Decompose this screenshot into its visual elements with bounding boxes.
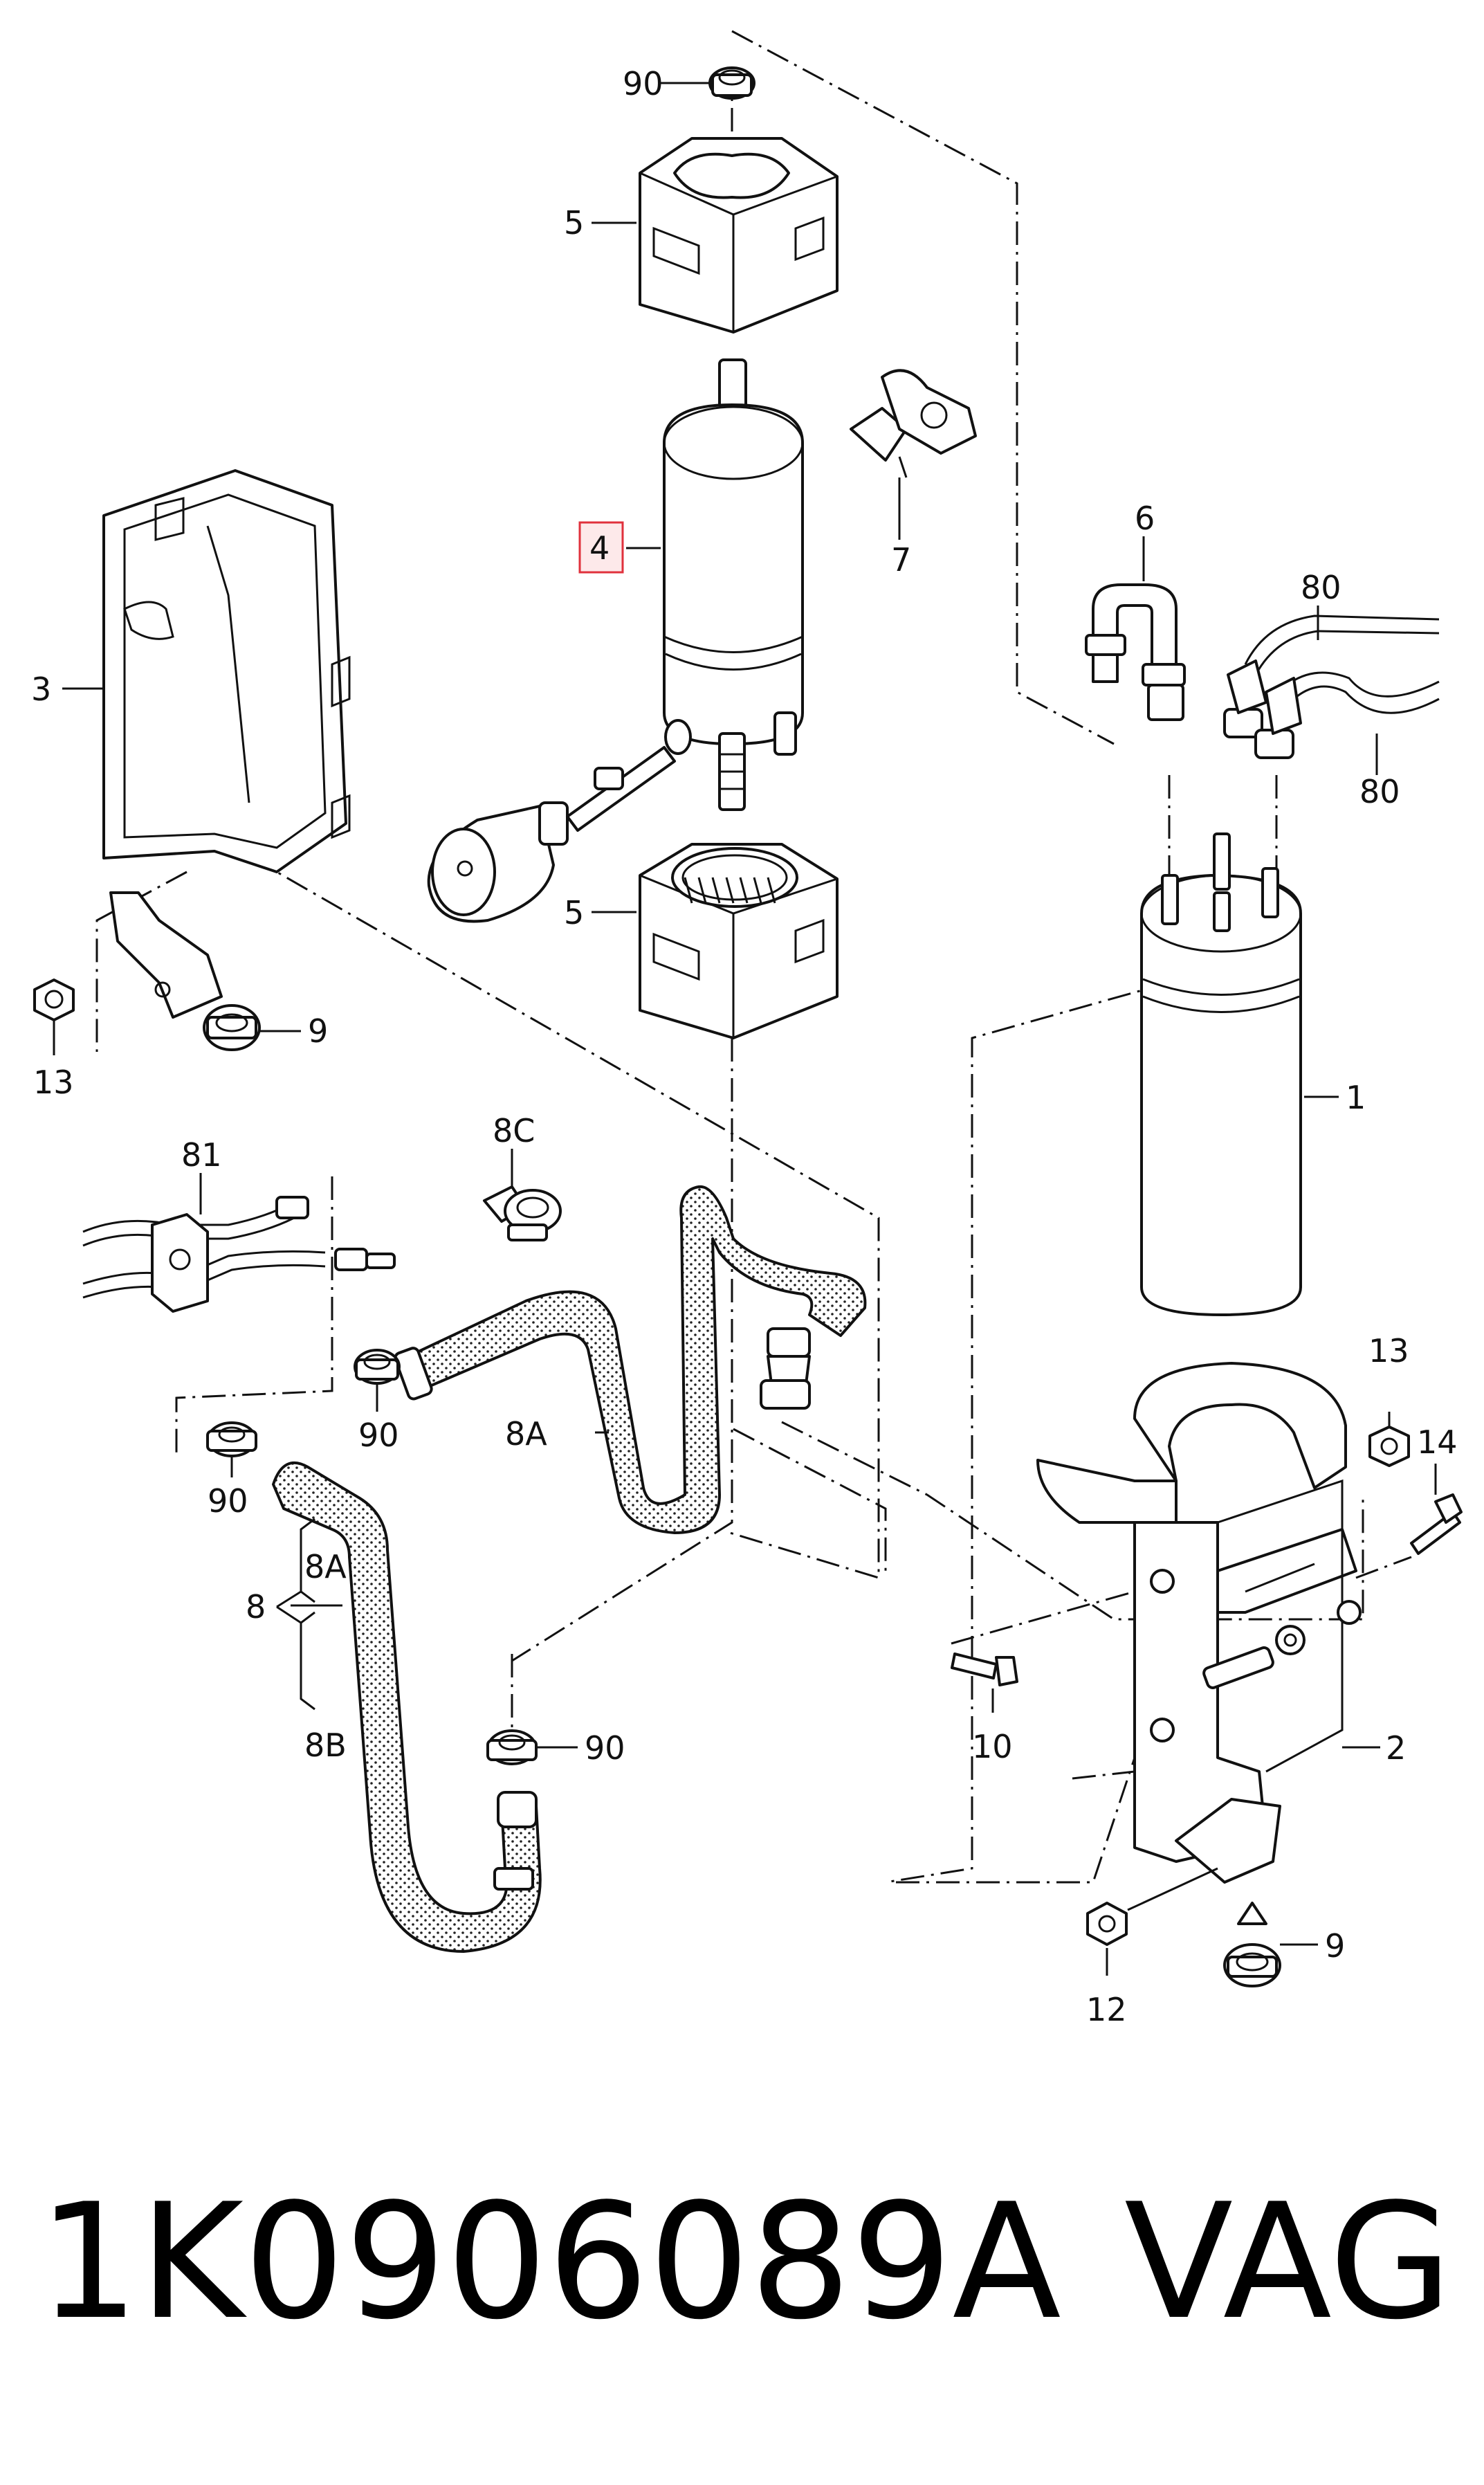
pump-connector-icon — [427, 719, 692, 923]
callout-1: 1 — [1346, 1079, 1366, 1116]
callout-10: 10 — [972, 1728, 1013, 1765]
clamp-90-hose-end-icon — [493, 1867, 534, 1891]
nut-13-left-icon — [33, 978, 75, 1021]
clip-8C-icon — [483, 1185, 562, 1241]
callout-8B-brace: 8B — [304, 1727, 347, 1764]
callout-13-left: 13 — [33, 1064, 74, 1101]
clamp-90-mid-icon — [354, 1349, 401, 1385]
part-number: 1K0906089A — [38, 2170, 1061, 2355]
callout-90-top: 90 — [623, 65, 663, 102]
hose-8A-icon — [394, 1185, 867, 1534]
callout-7: 7 — [891, 541, 911, 579]
filter-bracket-icon — [1036, 1362, 1362, 1884]
callout-9-right: 9 — [1325, 1927, 1345, 1965]
callout-12: 12 — [1086, 1991, 1127, 2028]
callout-9-left: 9 — [308, 1012, 328, 1050]
callout-5-top: 5 — [564, 204, 584, 242]
clamp-90-bottom-icon — [486, 1729, 538, 1765]
callout-4-highlight — [578, 521, 624, 574]
callout-90-mid: 90 — [358, 1417, 399, 1454]
clip-9-right-icon — [1223, 1902, 1281, 1987]
callout-8A-hose: 8A — [505, 1415, 547, 1453]
pump-bracket-bottom-icon — [639, 843, 839, 1039]
callout-2: 2 — [1386, 1729, 1406, 1767]
fuel-pipe-81-icon — [82, 1196, 396, 1313]
callout-80-top: 80 — [1301, 569, 1341, 606]
callout-5-bottom: 5 — [564, 894, 584, 931]
assembly-lines — [95, 30, 1412, 1884]
bolt-14-icon — [1410, 1493, 1463, 1555]
callout-80-bottom: 80 — [1359, 773, 1400, 810]
callout-13-right: 13 — [1368, 1332, 1409, 1369]
bolt-10-icon — [951, 1653, 1018, 1686]
clip-9-left-icon — [203, 1004, 261, 1051]
callout-90-left: 90 — [208, 1482, 248, 1520]
callout-4: 4 — [589, 529, 610, 567]
callout-8: 8 — [246, 1588, 266, 1626]
callout-8A-brace: 8A — [304, 1548, 347, 1585]
callout-8C: 8C — [493, 1112, 535, 1149]
holder-clip-7-icon — [850, 369, 977, 478]
fuel-lines-80-icon — [1223, 615, 1440, 759]
heat-shield-icon — [102, 469, 351, 1019]
callout-6: 6 — [1135, 500, 1155, 537]
leader-lines — [53, 82, 1437, 1976]
callout-81: 81 — [181, 1136, 222, 1174]
callout-90-bottom: 90 — [585, 1729, 625, 1767]
callout-14: 14 — [1417, 1423, 1458, 1461]
callout-3: 3 — [31, 671, 51, 708]
nut-12-icon — [1086, 1867, 1218, 1946]
fuel-pump-icon — [663, 358, 804, 811]
clamp-90-top-icon — [708, 66, 755, 100]
clamp-90-left-icon — [206, 1421, 257, 1457]
fuel-filter-icon — [1140, 832, 1302, 1316]
part-8-brace — [276, 1518, 315, 1711]
pump-bracket-top-icon — [639, 137, 839, 334]
callout-labels: 90 5 4 7 6 80 80 3 5 13 9 1 81 8C 90 8A … — [31, 65, 1458, 2028]
nut-13-right-icon — [1368, 1426, 1410, 1467]
filter-connector-hose-icon — [1085, 583, 1186, 721]
brand-name: VAG — [1124, 2170, 1453, 2355]
